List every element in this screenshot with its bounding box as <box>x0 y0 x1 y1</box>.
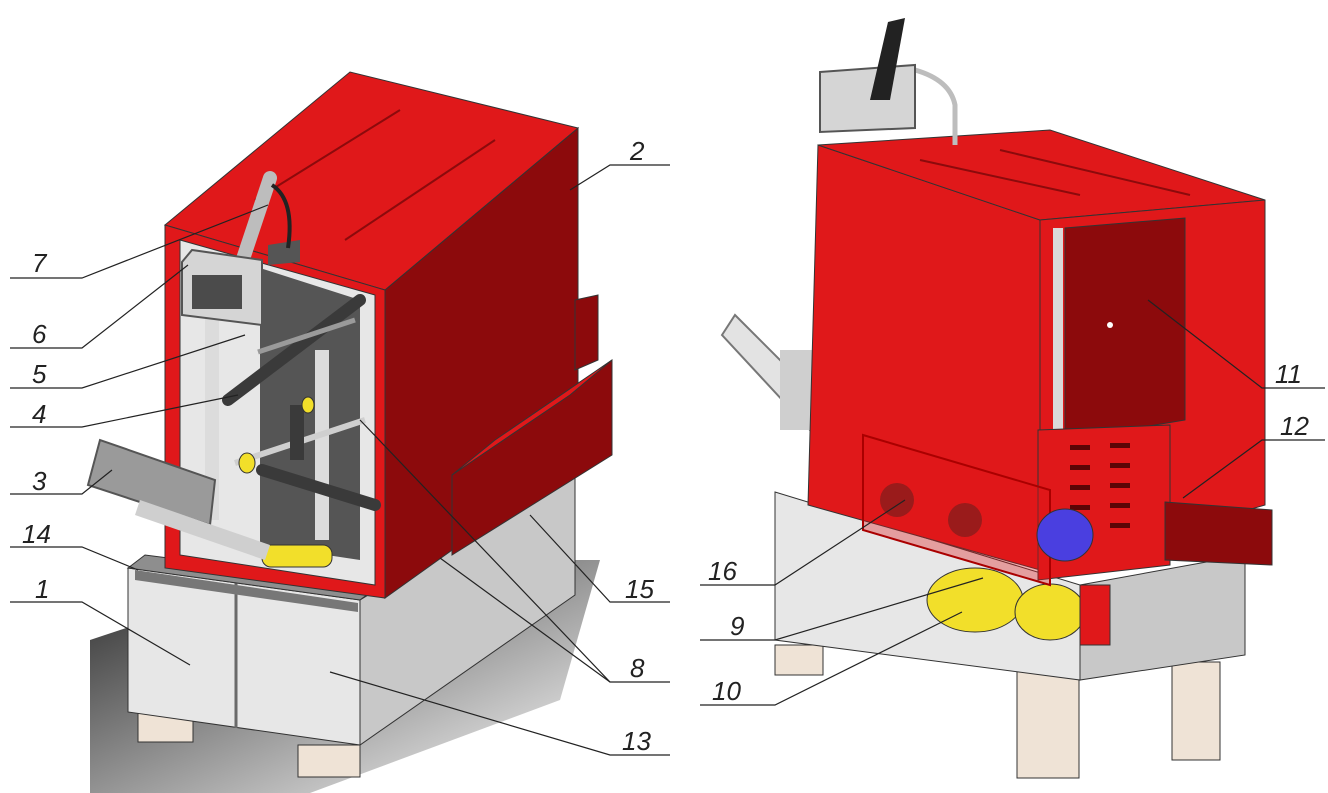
drawer-rim <box>135 570 358 612</box>
inlet-collar <box>268 240 300 265</box>
leader-7 <box>10 204 269 279</box>
leader-8b <box>439 557 611 683</box>
inner-post-left <box>205 300 219 520</box>
leader-12 <box>1182 439 1325 499</box>
callout-10: 10 <box>712 676 741 706</box>
left-machine-view <box>86 71 613 793</box>
side-conveyor-top <box>451 359 613 476</box>
blue-motor <box>1036 508 1094 562</box>
display-screen <box>192 275 242 309</box>
rear-leg-1 <box>774 644 824 676</box>
callout-2: 2 <box>629 136 645 166</box>
yellow-knob-top <box>301 396 315 414</box>
pulley-1 <box>880 483 914 517</box>
rear-cabinet-door <box>1064 217 1186 441</box>
yellow-drum-2 <box>1014 583 1086 641</box>
leader-15 <box>529 514 670 603</box>
leader-9 <box>700 577 984 641</box>
display-arm-post <box>233 171 277 275</box>
monitor-arm <box>914 67 958 145</box>
top-groove-2 <box>344 139 496 241</box>
leader-10 <box>700 611 963 706</box>
callout-1: 1 <box>35 574 49 604</box>
callout-16: 16 <box>708 556 737 586</box>
rear-top-groove-2 <box>999 149 1191 196</box>
leader-16 <box>700 499 906 586</box>
callout-14: 14 <box>22 519 51 549</box>
upper-guide-rod <box>257 317 356 355</box>
callout-4: 4 <box>32 399 46 429</box>
lower-roller <box>256 464 381 511</box>
yellow-knob-left <box>238 452 256 474</box>
inner-post-right <box>315 350 329 540</box>
rear-top-groove-1 <box>919 159 1081 196</box>
leader-1 <box>10 601 191 666</box>
monitor-box <box>819 63 916 134</box>
feed-tray-lower <box>135 500 270 560</box>
callout-6: 6 <box>32 319 47 349</box>
leader-6 <box>10 264 189 349</box>
top-groove-1 <box>254 109 401 201</box>
display-cable <box>270 183 292 249</box>
leader-2 <box>569 164 670 191</box>
rear-leg-2 <box>1016 664 1080 779</box>
side-conveyor-rear <box>574 294 599 371</box>
leader-5 <box>10 334 246 389</box>
rear-door-hinge-rail <box>1053 228 1063 458</box>
upper-roller <box>222 294 366 406</box>
rear-base-side <box>1079 554 1246 681</box>
leg-front-right <box>297 744 361 778</box>
leader-3 <box>10 469 113 495</box>
callout-12: 12 <box>1280 411 1309 441</box>
callout-15: 15 <box>625 574 654 604</box>
monitor-mount <box>870 18 905 100</box>
callouts-left: 1 14 3 4 5 6 7 2 15 8 13 <box>10 136 670 756</box>
callout-9: 9 <box>730 611 744 641</box>
rear-leg-3 <box>1171 661 1221 761</box>
leader-4 <box>10 394 239 428</box>
callout-5: 5 <box>32 359 47 389</box>
yellow-bottom-roller <box>261 544 333 568</box>
door-lock-dot <box>1107 322 1113 328</box>
callouts-right: 11 12 16 9 10 <box>700 299 1325 706</box>
callout-3: 3 <box>32 466 47 496</box>
callout-7: 7 <box>32 248 48 278</box>
rear-red-support <box>1079 584 1111 646</box>
right-machine-view <box>720 18 1273 779</box>
leader-13 <box>329 671 670 756</box>
callout-8: 8 <box>630 653 645 683</box>
rear-side-box <box>1164 501 1273 566</box>
leader-14 <box>10 546 139 571</box>
callout-11: 11 <box>1275 359 1302 389</box>
leader-11 <box>1147 299 1325 389</box>
pulley-2 <box>948 503 982 537</box>
spring-stack <box>290 405 304 460</box>
callout-13: 13 <box>622 726 651 756</box>
